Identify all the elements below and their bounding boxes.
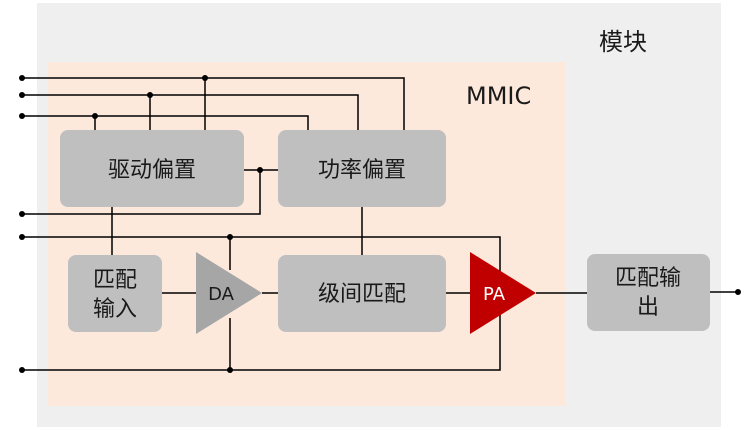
control-line-3 [22, 115, 309, 130]
junction-dots [19, 75, 741, 373]
mmic-label: MMIC [466, 82, 531, 110]
terminal-dot [19, 75, 25, 81]
terminal-dot [19, 211, 25, 217]
drive-bias-label: 驱动偏置 [108, 158, 196, 183]
terminal-dot [19, 92, 25, 98]
supply-line [22, 236, 501, 280]
output-match-label-line1: 匹配输 [615, 266, 681, 291]
input-match-label-line1: 匹配 [93, 268, 137, 293]
interstage-match-block: 级间匹配 [278, 255, 446, 332]
terminal-dot [19, 367, 25, 373]
control-line-2 [22, 94, 359, 130]
junction-dot [257, 167, 263, 173]
junction-dot [227, 367, 233, 373]
module-label: 模块 [599, 28, 647, 56]
terminal-dot [19, 234, 25, 240]
control-line-1 [22, 77, 405, 130]
driver-amplifier-triangle [196, 252, 262, 334]
junction-dot [92, 113, 98, 119]
ground-line [22, 310, 501, 371]
junction-dot [147, 92, 153, 98]
output-match-block: 匹配输 出 [587, 254, 710, 331]
mmic-region [48, 62, 565, 406]
interstage-match-label: 级间匹配 [318, 282, 406, 307]
input-match-block: 匹配 输入 [68, 255, 162, 332]
junction-dot [202, 75, 208, 81]
driver-amplifier: DA [196, 252, 262, 334]
power-amplifier: PA [470, 252, 536, 334]
bias-feed-line [22, 170, 261, 215]
wires [22, 77, 738, 371]
power-bias-label: 功率偏置 [318, 158, 406, 183]
power-amplifier-label: PA [483, 284, 506, 305]
junction-dot [227, 234, 233, 240]
driver-amplifier-label: DA [208, 284, 235, 305]
terminal-dot [19, 113, 25, 119]
input-match-label-line2: 输入 [93, 297, 137, 322]
drive-bias-block: 驱动偏置 [60, 130, 244, 207]
power-bias-block: 功率偏置 [278, 130, 446, 207]
output-match-label-line2: 出 [637, 295, 659, 320]
output-terminal-dot [735, 289, 741, 295]
power-amplifier-triangle [470, 252, 536, 334]
